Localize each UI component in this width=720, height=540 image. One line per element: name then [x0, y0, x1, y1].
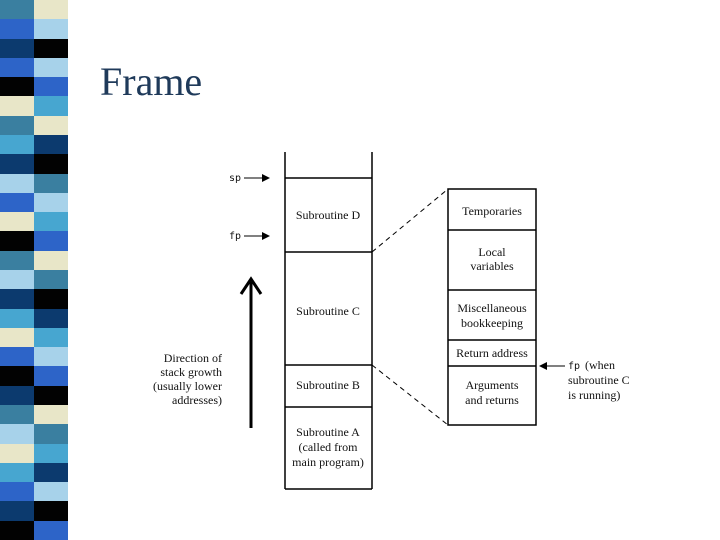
misc-label-1: Miscellaneous [457, 301, 527, 315]
strip-block [34, 250, 68, 271]
strip-block [34, 173, 68, 194]
strip-block [34, 366, 68, 387]
strip-block [34, 77, 68, 97]
local-label-1: Local [478, 245, 506, 259]
strip-block [34, 192, 68, 213]
frame-a-label: Subroutine A [296, 425, 360, 439]
frame-detail-box [447, 188, 537, 426]
frame-d-label: Subroutine D [296, 208, 361, 222]
fp-note-mono: fp [568, 361, 580, 372]
strip-block [34, 270, 68, 290]
frame-b-label: Subroutine B [296, 378, 360, 392]
local-label-2: variables [470, 259, 514, 273]
fp-label: fp [229, 231, 241, 242]
direction-label-2: stack growth [160, 365, 222, 379]
stack-column [284, 152, 373, 490]
strip-block [34, 482, 68, 502]
strip-block [34, 405, 68, 425]
fp-note-line3: is running) [568, 388, 620, 402]
strip-block [34, 424, 68, 445]
strip-block [34, 327, 68, 348]
direction-label-1: Direction of [164, 351, 222, 365]
frame-c-label: Subroutine C [296, 304, 360, 318]
direction-label-3: (usually lower [153, 379, 222, 393]
strip-block [34, 154, 68, 175]
fp-note-line1: (when [585, 358, 615, 372]
strip-block [34, 289, 68, 310]
arguments-label-2: and returns [465, 393, 519, 407]
growth-arrow-head [239, 276, 263, 295]
return-address-label: Return address [456, 346, 528, 360]
temporaries-label: Temporaries [462, 204, 522, 218]
misc-label-2: bookkeeping [461, 316, 523, 330]
frame-a-line2: (called from [299, 440, 359, 454]
strip-block [34, 38, 68, 59]
strip-block [34, 462, 68, 483]
fp-note-line2: subroutine C [568, 373, 630, 387]
frame-a-line3: main program) [292, 455, 364, 469]
strip-block [34, 19, 68, 40]
strip-block [34, 347, 68, 367]
strip-block [34, 308, 68, 329]
strip-block [34, 135, 68, 155]
strip-block [34, 115, 68, 136]
strip-block [34, 501, 68, 522]
direction-label-4: addresses) [172, 393, 222, 407]
strip-block [34, 57, 68, 78]
strip-block [34, 231, 68, 252]
arguments-label-1: Arguments [465, 378, 518, 392]
slide-title: Frame [100, 59, 203, 104]
expansion-line-bottom [371, 364, 449, 426]
strip-block [34, 0, 68, 20]
decorative-color-strip [0, 0, 68, 540]
strip-block [34, 520, 68, 540]
strip-block [34, 385, 68, 406]
sp-label: sp [229, 173, 241, 184]
strip-block [34, 212, 68, 232]
strip-block [34, 443, 68, 464]
expansion-line-top [371, 188, 449, 253]
strip-block [34, 96, 68, 117]
